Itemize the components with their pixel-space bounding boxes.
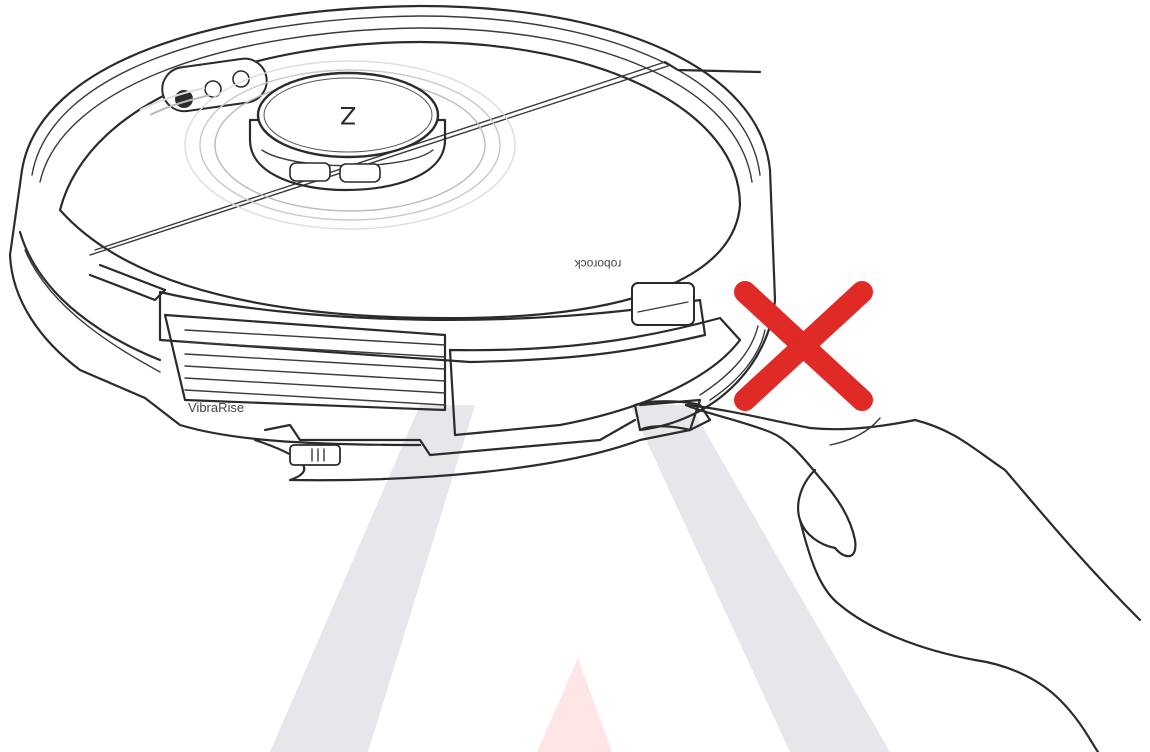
feature-text: VibraRise <box>188 400 244 415</box>
lidar-turret: Z <box>250 73 445 190</box>
control-buttons <box>140 56 270 115</box>
top-cover-glyph: Z <box>340 101 356 129</box>
brand-text: roborock <box>574 257 622 271</box>
